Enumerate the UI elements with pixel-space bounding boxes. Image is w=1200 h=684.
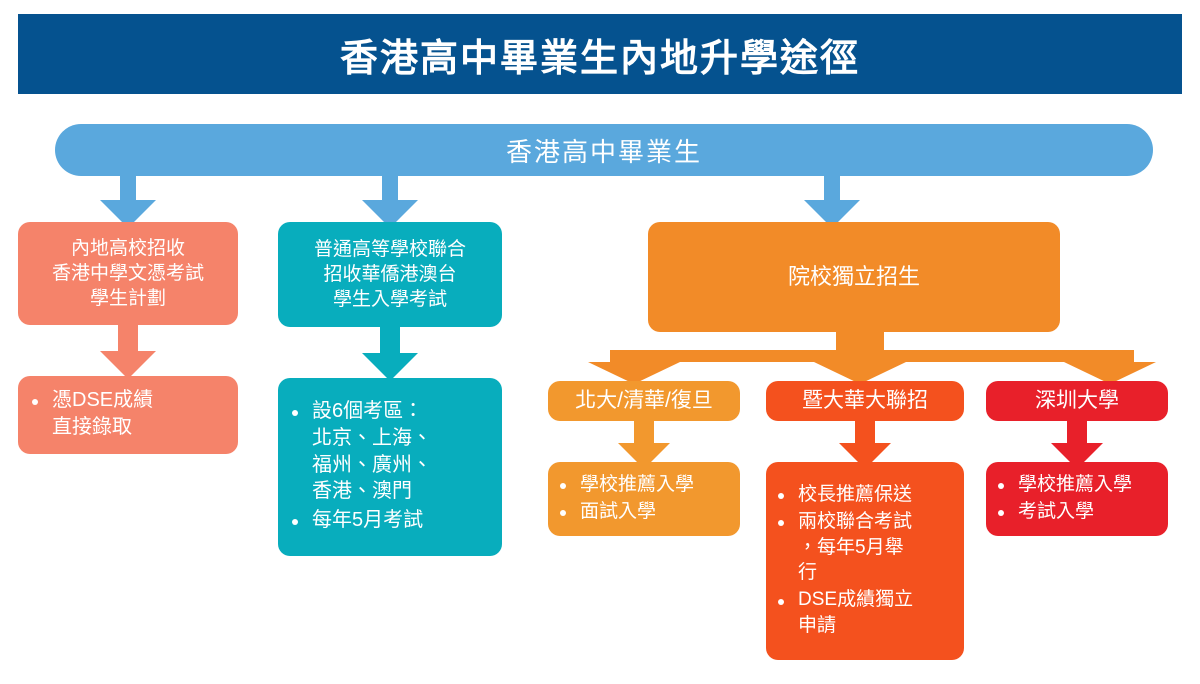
down-arrow-icon-branch-2-detail xyxy=(358,327,422,381)
detail-bullets-subbranch-2: 校長推薦保送 兩校聯合考試，每年5月舉行 DSE成績獨立申請 xyxy=(768,482,962,641)
detail-box-joint-entrance-exam: 設6個考區：北京、上海、福州、廣州、香港、澳門 每年5月考試 xyxy=(278,378,502,556)
detail-bullets-subbranch-1: 學校推薦入學 面試入學 xyxy=(550,472,738,527)
bullet-text: 考試入學 xyxy=(1018,501,1095,522)
down-arrow-icon-to-branch-3 xyxy=(800,176,864,228)
branch-2-header-line-3: 學生入學考試 xyxy=(332,289,447,311)
bullet-text: 校長推薦保送 xyxy=(798,483,913,505)
bullet-text: 憑DSE成績直接錄取 xyxy=(52,389,154,438)
bullet-text: 兩校聯合考試，每年5月舉行 xyxy=(798,511,913,583)
list-item: 學校推薦入學 xyxy=(550,472,738,497)
page-title-bar: 香港高中畢業生內地升學途徑 xyxy=(18,14,1182,94)
branch-2-header-line-1: 普通高等學校聯合 xyxy=(313,238,466,260)
list-item: 每年5月考試 xyxy=(282,507,498,534)
subbranch-1-label: 北大/清華/復旦 xyxy=(575,389,713,413)
list-item: 學校推薦入學 xyxy=(988,472,1166,497)
branch-3-header-line-1: 院校獨立招生 xyxy=(787,264,920,290)
detail-box-mainland-dse-scheme: 憑DSE成績直接錄取 xyxy=(18,376,238,454)
bullet-text: 每年5月考試 xyxy=(312,509,424,532)
down-arrow-icon-to-branch-2 xyxy=(358,176,422,228)
detail-bullets-branch-2: 設6個考區：北京、上海、福州、廣州、香港、澳門 每年5月考試 xyxy=(282,398,498,536)
down-arrow-icon-subbranch-2 xyxy=(835,421,895,469)
branch-1-header-line-1: 內地高校招收 xyxy=(70,237,185,259)
branch-1-header-line-3: 學生計劃 xyxy=(89,288,166,310)
branch-1-header-line-2: 香港中學文憑考試 xyxy=(51,262,204,284)
branch-2-header-line-2: 招收華僑港澳台 xyxy=(323,263,457,285)
detail-box-shenzhen-university: 學校推薦入學 考試入學 xyxy=(986,462,1168,536)
root-node-label: 香港高中畢業生 xyxy=(505,136,702,167)
bullet-text: 學校推薦入學 xyxy=(1018,473,1133,495)
list-item: DSE成績獨立申請 xyxy=(768,587,962,638)
branch-box-joint-entrance-exam: 普通高等學校聯合 招收華僑港澳台 學生入學考試 xyxy=(278,222,502,327)
list-item: 面試入學 xyxy=(550,499,738,524)
list-item: 憑DSE成績直接錄取 xyxy=(22,387,234,441)
subbranch-box-jinan-huaqiao-joint: 暨大華大聯招 xyxy=(766,381,964,421)
subbranch-2-label: 暨大華大聯招 xyxy=(802,389,928,413)
list-item: 兩校聯合考試，每年5月舉行 xyxy=(768,509,962,585)
down-arrow-icon-subbranch-3 xyxy=(1047,421,1107,469)
subbranch-box-pku-tsinghua-fudan: 北大/清華/復旦 xyxy=(548,381,740,421)
branch-box-independent-admission: 院校獨立招生 xyxy=(648,222,1060,332)
down-arrow-icon-to-branch-1 xyxy=(96,176,160,228)
detail-bullets-subbranch-3: 學校推薦入學 考試入學 xyxy=(988,472,1166,527)
detail-bullets-branch-1: 憑DSE成績直接錄取 xyxy=(22,387,234,443)
down-arrow-icon-branch-1-detail xyxy=(96,325,160,379)
subbranch-3-label: 深圳大學 xyxy=(1035,389,1119,413)
down-arrow-icon-subbranch-1 xyxy=(614,421,674,469)
list-item: 校長推薦保送 xyxy=(768,482,962,507)
branch-box-mainland-dse-scheme: 內地高校招收 香港中學文憑考試 學生計劃 xyxy=(18,222,238,325)
root-node-hk-graduates: 香港高中畢業生 xyxy=(55,124,1153,176)
bullet-text: 面試入學 xyxy=(580,501,657,522)
bullet-text: DSE成績獨立申請 xyxy=(798,589,914,636)
bullet-text: 學校推薦入學 xyxy=(580,473,695,495)
detail-box-pku-tsinghua-fudan: 學校推薦入學 面試入學 xyxy=(548,462,740,536)
list-item: 設6個考區：北京、上海、福州、廣州、香港、澳門 xyxy=(282,398,498,505)
bullet-text: 設6個考區：北京、上海、福州、廣州、香港、澳門 xyxy=(312,400,432,503)
list-item: 考試入學 xyxy=(988,499,1166,524)
branching-arrow-icon-independent-admission xyxy=(584,332,1160,384)
subbranch-box-shenzhen-university: 深圳大學 xyxy=(986,381,1168,421)
page-title: 香港高中畢業生內地升學途徑 xyxy=(339,37,860,80)
detail-box-jinan-huaqiao-joint: 校長推薦保送 兩校聯合考試，每年5月舉行 DSE成績獨立申請 xyxy=(766,462,964,660)
